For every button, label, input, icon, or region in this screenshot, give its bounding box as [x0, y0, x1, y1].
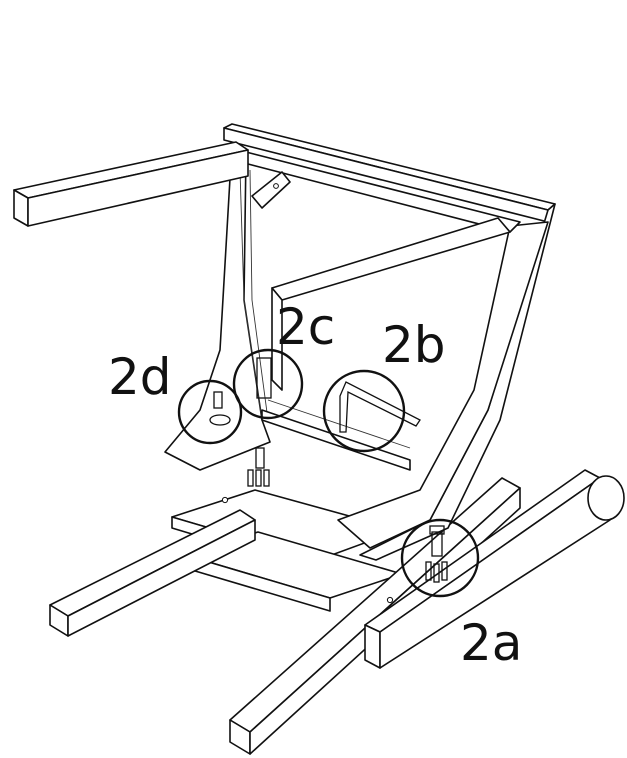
seat-frame [13, 123, 556, 561]
callout-label-2b: 2b [382, 316, 446, 374]
callout-circle-2b [322, 369, 406, 453]
hardware [209, 357, 448, 583]
callout-circle-2c [232, 348, 304, 420]
callout-circle-2d [177, 379, 243, 445]
callout-circle-2a [400, 518, 480, 598]
callout-label-2d: 2d [108, 348, 172, 406]
callout-label-2c: 2c [276, 298, 335, 356]
callout-circles [177, 348, 480, 598]
callout-label-2a: 2a [460, 614, 522, 672]
base-frame [49, 469, 625, 755]
